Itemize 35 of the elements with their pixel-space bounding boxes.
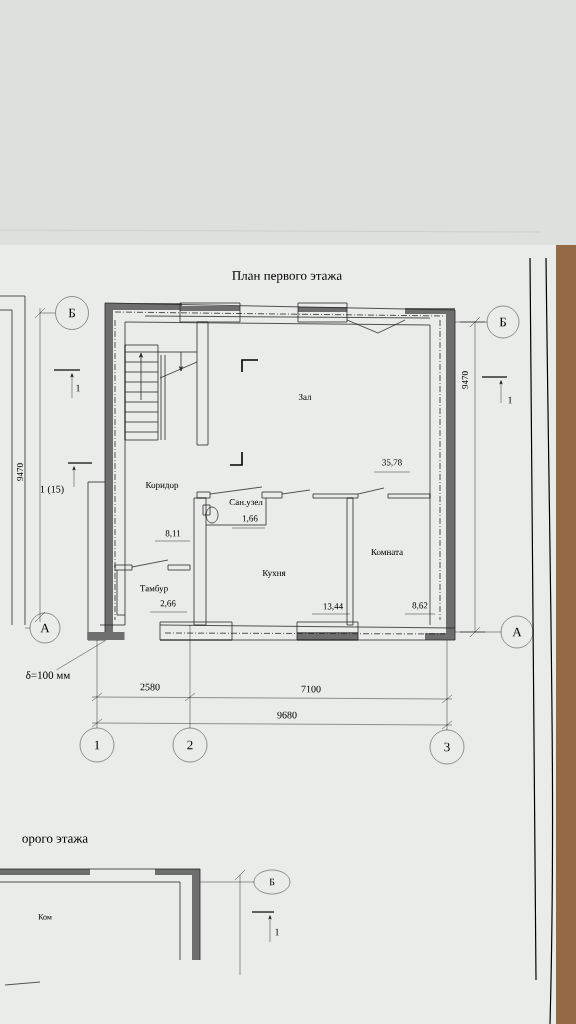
room-name: Зал xyxy=(298,394,312,401)
axis-bubble: 2 xyxy=(172,727,208,763)
room-name: Кухня xyxy=(262,570,286,578)
axis-bubble: 3 xyxy=(429,729,465,765)
room-area: 13,44 xyxy=(323,603,343,611)
room-area: 8,62 xyxy=(412,602,428,610)
room-name: Комната xyxy=(371,549,403,555)
axis-bubble: Б xyxy=(253,869,291,895)
drawing-title: орого этажа xyxy=(22,836,88,846)
axis-bubble: Б xyxy=(55,296,89,330)
room-area: 8,11 xyxy=(165,530,181,538)
note-text: δ=100 мм xyxy=(26,671,70,679)
section-number: 1 xyxy=(275,928,279,936)
room-name: Коридор xyxy=(145,482,179,490)
room-area: 2,66 xyxy=(160,600,176,608)
room-area: 35,78 xyxy=(382,459,402,467)
room-name: Ком xyxy=(38,914,52,920)
dimension-text: 7100 xyxy=(301,685,321,693)
room-name: Тамбур xyxy=(140,584,168,594)
dimension-text: 9680 xyxy=(277,711,297,719)
section-number: 1 xyxy=(76,384,80,392)
axis-bubble: А xyxy=(500,615,534,649)
dimension-text: 2580 xyxy=(140,683,160,691)
section-number: 1 (15) xyxy=(40,485,64,495)
leader-line xyxy=(56,640,107,671)
dimension-text: 9470 xyxy=(16,463,24,481)
room-area: 1,66 xyxy=(242,515,258,523)
drawing-title: План первого этажа xyxy=(232,271,342,283)
axis-bubble: 1 xyxy=(79,727,115,763)
wall-insulation xyxy=(87,632,125,640)
room-name: Сан.узел xyxy=(229,499,263,507)
section-number: 1 xyxy=(508,396,512,404)
axis-bubble: Б xyxy=(486,305,520,339)
axis-bubble: А xyxy=(29,612,61,644)
dimension-text: 9470 xyxy=(461,371,469,389)
